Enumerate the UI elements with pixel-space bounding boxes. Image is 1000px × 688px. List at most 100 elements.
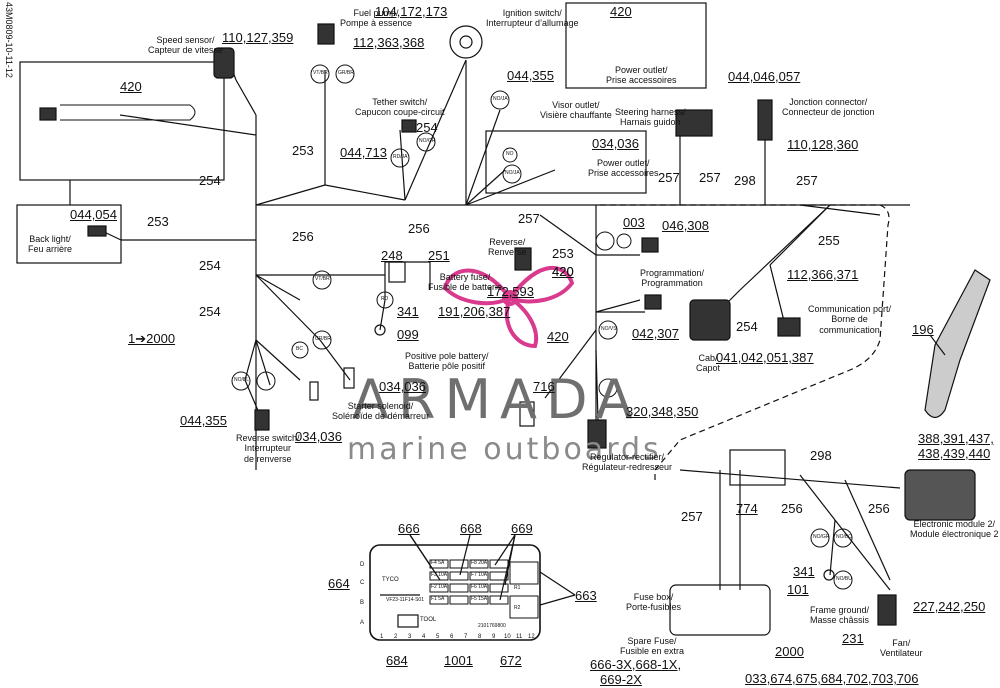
callout-388: 388,391,437, [918, 431, 994, 446]
fuse-box-row-a: A [360, 620, 365, 626]
fuse-box-diagram [369, 544, 541, 641]
fuse-f6: F6 10A [471, 584, 488, 590]
back-light-box [16, 204, 122, 264]
callout-034-low: 034,036 [295, 429, 342, 444]
wire-254-b: 254 [199, 173, 221, 188]
wire-255: 255 [818, 233, 840, 248]
callout-041: 041,042,051,387 [716, 350, 814, 365]
callout-speed-sensor: 110,127,359 [222, 30, 294, 45]
label-fuel-pump: Fuel pump/Pompe à essence [340, 8, 413, 29]
wire-253-b: 253 [147, 214, 169, 229]
callout-101: 101 [787, 582, 809, 597]
fuse-box-row-b: B [360, 600, 365, 606]
callout-ignition: 104,172,173 [375, 4, 448, 19]
communication-port-icon [777, 317, 801, 337]
wire-256-d: 256 [868, 501, 890, 516]
callout-112-366: 112,366,371 [787, 267, 859, 282]
power-outlet-box-mid [485, 130, 647, 194]
tag-no-vs: NO/VS [601, 326, 617, 332]
tag-no-ja: NO/JA [493, 96, 508, 102]
wire-256-b: 256 [292, 229, 314, 244]
tag-bc: BC [296, 346, 303, 352]
frame-ground-icon [823, 569, 835, 581]
callout-420-top: 420 [610, 4, 632, 19]
document-id: 43M0809-10-11-12 [4, 2, 14, 78]
programmation-connector-icon [641, 237, 659, 253]
callout-438: 438,439,440 [918, 446, 991, 461]
callout-044-054: 044,054 [70, 207, 117, 222]
label-reverse: Reverse/Renverse [488, 237, 527, 258]
label-programmation: Programmation/Programmation [640, 268, 705, 289]
callout-251: 251 [428, 248, 450, 263]
callout-666: 666 [398, 521, 420, 536]
fuse-box-col-12: 12 [528, 634, 535, 640]
wire-256-c: 256 [781, 501, 803, 516]
wire-257-c: 257 [796, 173, 818, 188]
label-tether-switch: Tether switch/Capucon coupe-circuit [355, 97, 445, 118]
fuse-box-col-8: 8 [478, 634, 482, 640]
callout-672: 672 [500, 653, 522, 668]
fuse-f5: F5 15A [471, 596, 488, 602]
fuse-box-col-11: 11 [516, 634, 523, 640]
steering-harness-icon [675, 109, 713, 137]
relay-r1: R1 [514, 585, 521, 591]
label-electronic-module: Electronic module 2/Module électronique … [910, 519, 999, 540]
dashed-outline [600, 204, 890, 480]
callout-046: 046,308 [662, 218, 709, 233]
fuse-box-col-1: 1 [380, 634, 384, 640]
positive-pole-icon [374, 324, 386, 336]
callout-1001: 1001 [444, 653, 473, 668]
wire-254-c: 254 [199, 258, 221, 273]
fuse-f8: F8 20A [471, 560, 488, 566]
regulator-icon [587, 419, 607, 449]
callout-664: 664 [328, 576, 350, 591]
wire-254-e: 254 [736, 319, 758, 334]
fuse-f7: F7 10A [471, 572, 488, 578]
programmation-connector-b-icon [644, 294, 662, 310]
callout-visor: 044,355 [507, 68, 554, 83]
label-power-outlet-mid: Power outlet/Prise accessoires [588, 158, 659, 179]
wire-254-a: 254 [416, 120, 438, 135]
reverse-connector-icon [514, 247, 532, 271]
callout-172-593: 172,593 [487, 284, 534, 299]
callout-steering: 044,046,057 [728, 69, 801, 84]
callout-spare-1: 666-3X,668-1X, [590, 657, 682, 672]
callout-fuel-pump: 112,363,368 [353, 35, 425, 50]
callout-042-307: 042,307 [632, 326, 679, 341]
callout-420-enclosure: 420 [120, 79, 142, 94]
callout-1-2000: 1➔2000 [128, 331, 176, 346]
tag-no-bc: NO/BC [836, 534, 852, 540]
fuse-box-col-7: 7 [464, 634, 468, 640]
tag-rd: RD [381, 296, 389, 302]
wire-420: 420 [552, 264, 574, 279]
fuse-box-col-4: 4 [422, 634, 426, 640]
callout-341-a: 341 [397, 304, 419, 319]
callout-320: 320,348,350 [626, 404, 699, 419]
label-fuse-box: Fuse box/Porte-fusibles [626, 592, 682, 613]
wire-257-e: 257 [681, 509, 703, 524]
fuse-box-col-3: 3 [408, 634, 412, 640]
connector-716-icon [519, 401, 535, 427]
label-ignition-switch: Ignition switch/Interrupteur d’allumage [486, 8, 579, 29]
fuse-f3: F3 10A [431, 572, 448, 578]
wire-254-d: 254 [199, 304, 221, 319]
speed-sensor-icon [213, 47, 235, 79]
tag-gr-br: GR/BR [338, 70, 354, 76]
wire-298-a: 298 [734, 173, 756, 188]
reverse-switch-icon [254, 409, 270, 431]
watermark-name: ARMADA [352, 368, 642, 431]
tag-no: NO [506, 151, 514, 157]
callout-power-outlet: 034,036 [592, 136, 639, 151]
back-light-connector-icon [87, 225, 107, 237]
label-frame-ground: Frame ground/Masse châssis [810, 605, 870, 626]
tag-no-ja2: NO/JA [505, 170, 520, 176]
callout-191: 191,206,387 [438, 304, 511, 319]
label-battery-fuse: Battery fuse/Fusible de batterie [428, 272, 503, 293]
watermark-tagline: marine outboards [347, 432, 662, 467]
callout-420-low: 420 [547, 329, 569, 344]
wire-256-a: 256 [408, 221, 430, 236]
fuse-f4: F4 5A [431, 560, 445, 566]
tag-no-gr2: NO/GR [813, 534, 830, 540]
